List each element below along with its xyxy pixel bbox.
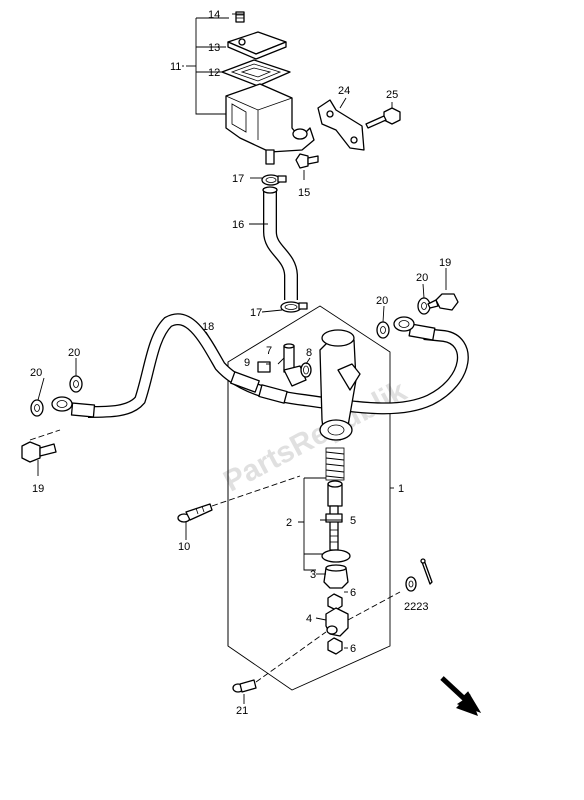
hose-clamp-upper <box>261 174 287 186</box>
hose-clamp-lower <box>280 301 308 313</box>
label-20-far-left: 20 <box>30 367 42 379</box>
label-18: 18 <box>202 321 214 333</box>
label-17-lower: 17 <box>250 307 262 319</box>
banjo-eye-left <box>51 396 73 412</box>
label-6-upper: 6 <box>350 587 356 599</box>
cotter-pin <box>420 558 433 585</box>
washer-right-outer <box>417 297 431 315</box>
reservoir-group-bracket <box>186 17 229 115</box>
label-20-far-right: 20 <box>416 272 428 284</box>
label-19-right: 19 <box>439 257 451 269</box>
reservoir-cap <box>227 31 287 60</box>
label-1: 1 <box>398 483 404 495</box>
reservoir-diaphragm <box>221 59 291 87</box>
mounting-bolt <box>177 503 213 523</box>
label-7: 7 <box>266 345 272 357</box>
master-cylinder-body <box>319 329 361 441</box>
brake-hose <box>70 313 469 418</box>
bracket-bolt <box>365 107 401 129</box>
label-9: 9 <box>244 357 250 369</box>
label-17-upper: 17 <box>232 173 244 185</box>
inlet-screw <box>257 361 271 373</box>
reservoir-cap-screw <box>235 11 245 23</box>
reservoir-hose <box>262 186 298 300</box>
washer-left-inner <box>69 375 83 393</box>
lock-nut-lower <box>327 637 343 655</box>
reservoir-mount-bracket <box>317 99 365 151</box>
clevis-pin-washer <box>405 576 417 592</box>
leader-lines <box>37 13 447 704</box>
label-12: 12 <box>208 67 220 79</box>
label-19-left: 19 <box>32 483 44 495</box>
piston-spring <box>325 447 345 481</box>
o-ring <box>300 362 312 378</box>
label-2223: 2223 <box>404 601 428 613</box>
label-4: 4 <box>306 613 312 625</box>
push-rod <box>325 505 343 551</box>
washer-left-outer <box>30 399 44 417</box>
assembly-box-outline <box>227 305 391 691</box>
piston <box>327 480 343 507</box>
label-20-right: 20 <box>376 295 388 307</box>
front-direction-arrow-icon <box>440 676 482 716</box>
dust-boot <box>323 564 349 589</box>
circlip <box>321 549 351 563</box>
reservoir-bolt <box>295 153 319 169</box>
clevis <box>325 607 349 637</box>
banjo-bolt-left <box>21 441 57 463</box>
watermark: PartsRepublik <box>218 374 412 498</box>
label-21: 21 <box>236 705 248 717</box>
label-16: 16 <box>232 219 244 231</box>
label-24: 24 <box>338 85 350 97</box>
label-2: 2 <box>286 517 292 529</box>
label-6-lower: 6 <box>350 643 356 655</box>
label-20-left: 20 <box>68 347 80 359</box>
label-8: 8 <box>306 347 312 359</box>
clevis-pin <box>232 679 257 693</box>
banjo-eye-right <box>393 316 415 332</box>
banjo-bolt-right <box>427 293 459 311</box>
reservoir-body <box>225 83 315 165</box>
label-25: 25 <box>386 89 398 101</box>
washer-right-inner <box>376 321 390 339</box>
label-15: 15 <box>298 187 310 199</box>
label-14: 14 <box>208 9 220 21</box>
label-5: 5 <box>350 515 356 527</box>
label-10: 10 <box>178 541 190 553</box>
label-11: 11 <box>170 61 181 73</box>
label-3: 3 <box>310 569 316 581</box>
lock-nut-upper <box>327 593 343 611</box>
label-13: 13 <box>208 42 220 54</box>
